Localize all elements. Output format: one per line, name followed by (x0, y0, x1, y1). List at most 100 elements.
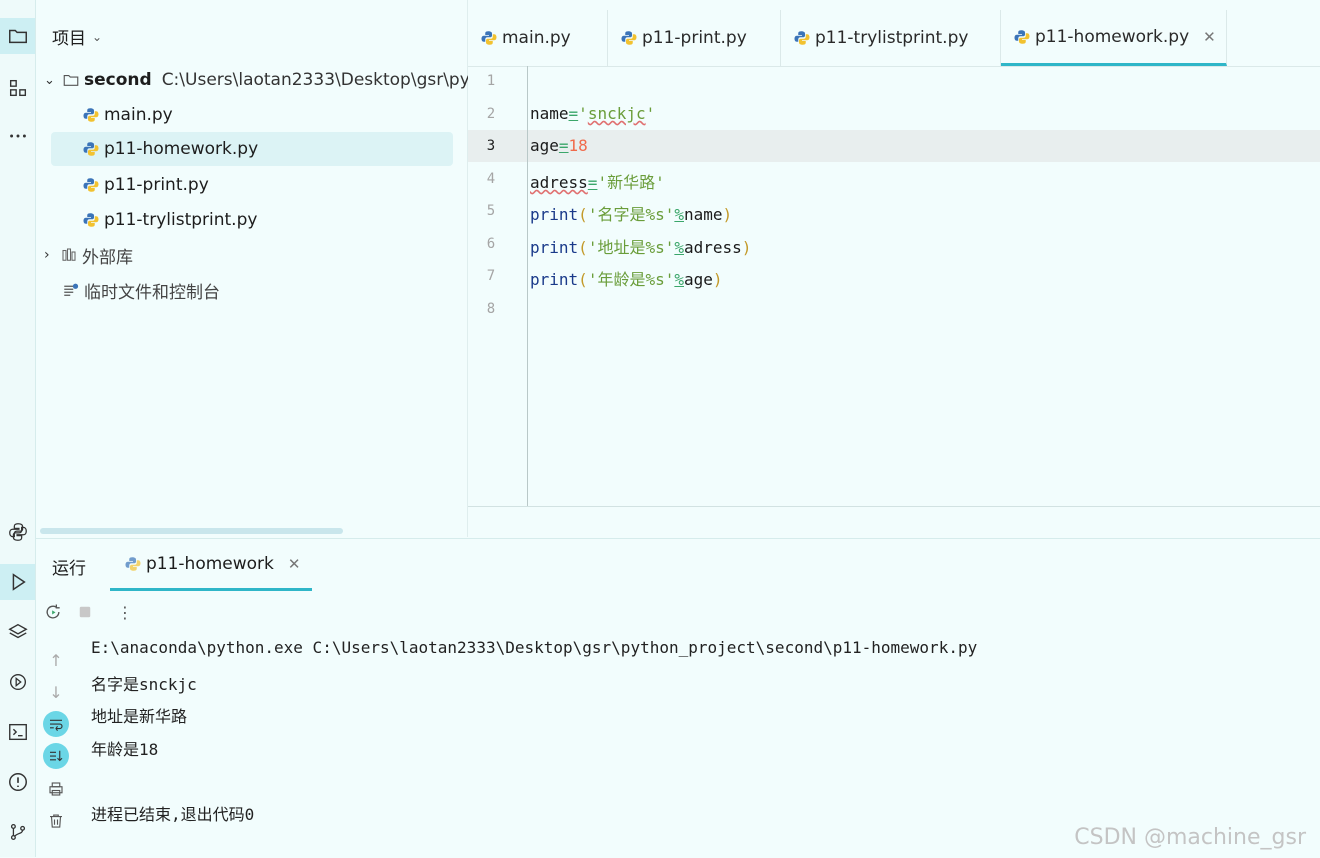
arrow-down-icon: ↓ (49, 682, 63, 702)
line-number: 8 (486, 301, 496, 317)
line-number: 4 (486, 171, 496, 187)
git-tool-button[interactable] (0, 814, 35, 850)
current-line-highlight (468, 130, 1320, 162)
tree-scratches[interactable]: 临时文件和控制台 (62, 273, 220, 307)
console-command-line: E:\anaconda\python.exe C:\Users\laotan23… (91, 638, 978, 657)
code-line[interactable]: name='snckjc' (530, 104, 656, 123)
tab-label: p11-homework.py (1035, 26, 1190, 47)
project-panel-header[interactable]: 项目 ⌄ (52, 24, 102, 49)
tree-file-label: main.py (104, 105, 173, 125)
python-file-icon (125, 556, 141, 571)
project-tool-button[interactable] (0, 18, 35, 54)
tab-main[interactable]: main.py (468, 10, 608, 66)
run-config-tab[interactable]: p11-homework ✕ (110, 539, 313, 591)
tree-file-main[interactable]: main.py (82, 98, 173, 132)
console-exit-message: 进程已结束,退出代码0 (91, 805, 255, 824)
terminal-tool-button[interactable] (0, 714, 35, 750)
tab-label: main.py (502, 28, 571, 48)
code-line[interactable]: print('名字是%s'%name) (530, 205, 733, 224)
run-tab-label: p11-homework (146, 553, 274, 574)
more-vertical-icon: ⋮ (117, 602, 133, 622)
problems-tool-button[interactable] (0, 764, 35, 800)
line-number: 1 (486, 73, 496, 89)
python-file-icon (83, 108, 99, 122)
tab-trylistprint[interactable]: p11-trylistprint.py (781, 10, 1001, 66)
python-file-icon (1014, 29, 1030, 44)
chevron-down-icon: ⌄ (44, 72, 55, 88)
stop-button[interactable] (72, 599, 98, 625)
root-folder-path: C:\Users\laotan2333\Desktop\gsr\py (161, 70, 470, 90)
scratches-icon (64, 283, 79, 296)
wrap-icon (50, 719, 63, 732)
code-line[interactable]: print('地址是%s'%adress) (530, 238, 752, 257)
printer-icon (49, 782, 63, 796)
soft-wrap-toggle[interactable] (43, 711, 69, 737)
line-number: 7 (486, 268, 496, 284)
root-folder-name: second (84, 70, 152, 90)
tab-print[interactable]: p11-print.py (608, 10, 781, 66)
editor-divider (468, 506, 1320, 507)
code-line[interactable]: adress='新华路' (530, 173, 665, 192)
tab-homework[interactable]: p11-homework.py ✕ (1001, 10, 1227, 66)
python-console-button[interactable] (0, 514, 35, 550)
line-number: 6 (486, 236, 496, 252)
tree-file-label: p11-homework.py (104, 139, 259, 159)
line-number: 3 (486, 138, 496, 154)
python-file-icon (481, 31, 497, 45)
editor-tab-bar: main.py p11-print.py p11-trylistprint.py… (468, 10, 1320, 67)
code-line[interactable]: age=18 (530, 136, 588, 155)
close-icon[interactable]: ✕ (1203, 27, 1216, 46)
folder-icon (63, 74, 79, 86)
editor-area: main.py p11-print.py p11-trylistprint.py… (468, 0, 1320, 537)
scroll-up-button[interactable]: ↑ (43, 647, 69, 673)
python-file-icon (83, 178, 99, 192)
library-icon (62, 248, 76, 261)
scroll-to-end-icon (50, 750, 63, 762)
tab-label: p11-trylistprint.py (815, 28, 969, 48)
tree-item-label: 临时文件和控制台 (84, 282, 220, 303)
folder-icon (8, 29, 27, 44)
line-number: 5 (486, 203, 496, 219)
arrow-up-icon: ↑ (49, 650, 63, 670)
close-icon[interactable]: ✕ (287, 554, 301, 573)
horizontal-scrollbar[interactable] (40, 528, 343, 534)
python-file-icon (83, 142, 99, 156)
tree-root-folder[interactable]: ⌄ second C:\Users\laotan2333\Desktop\gsr… (44, 63, 470, 97)
console-output-line: 年龄是18 (91, 740, 159, 759)
python-file-icon (83, 213, 99, 227)
more-options-button[interactable]: ⋮ (112, 599, 138, 625)
project-panel-title: 项目 (52, 29, 86, 49)
services-tool-button[interactable] (0, 664, 35, 700)
tree-file-trylistprint[interactable]: p11-trylistprint.py (82, 203, 257, 237)
project-panel: 项目 ⌄ ⌄ second C:\Users\laotan2333\Deskto… (36, 0, 470, 537)
python-icon (8, 523, 27, 541)
line-number: 2 (486, 106, 496, 122)
line-number-gutter: 1 2 3 4 5 6 7 8 (468, 66, 528, 506)
python-file-icon (621, 31, 637, 45)
scroll-down-button[interactable]: ↓ (43, 679, 69, 705)
python-file-icon (794, 31, 810, 45)
chevron-right-icon: › (44, 247, 50, 263)
structure-icon (9, 79, 26, 97)
rerun-button[interactable] (40, 599, 66, 625)
console-output-line: 名字是snckjc (91, 675, 197, 694)
clear-button[interactable] (43, 808, 69, 834)
tree-file-print[interactable]: p11-print.py (82, 168, 209, 202)
structure-tool-button[interactable] (0, 70, 35, 106)
git-branch-icon (10, 824, 25, 840)
run-icon (12, 573, 26, 591)
layers-tool-button[interactable] (0, 614, 35, 650)
tree-file-label: p11-print.py (104, 175, 209, 195)
scroll-to-end-toggle[interactable] (43, 743, 69, 769)
tree-external-libraries[interactable]: › 外部库 (44, 238, 133, 272)
code-line[interactable]: print('年龄是%s'%age) (530, 270, 723, 289)
tree-file-homework[interactable]: p11-homework.py (51, 132, 453, 166)
tab-label: p11-print.py (642, 28, 747, 48)
trash-icon (50, 814, 62, 828)
activity-bar (0, 0, 36, 857)
print-button[interactable] (43, 776, 69, 802)
tree-file-label: p11-trylistprint.py (104, 210, 258, 230)
console-output-line: 地址是新华路 (91, 707, 188, 726)
more-tools-button[interactable] (0, 118, 35, 154)
run-tool-button[interactable] (0, 564, 35, 600)
